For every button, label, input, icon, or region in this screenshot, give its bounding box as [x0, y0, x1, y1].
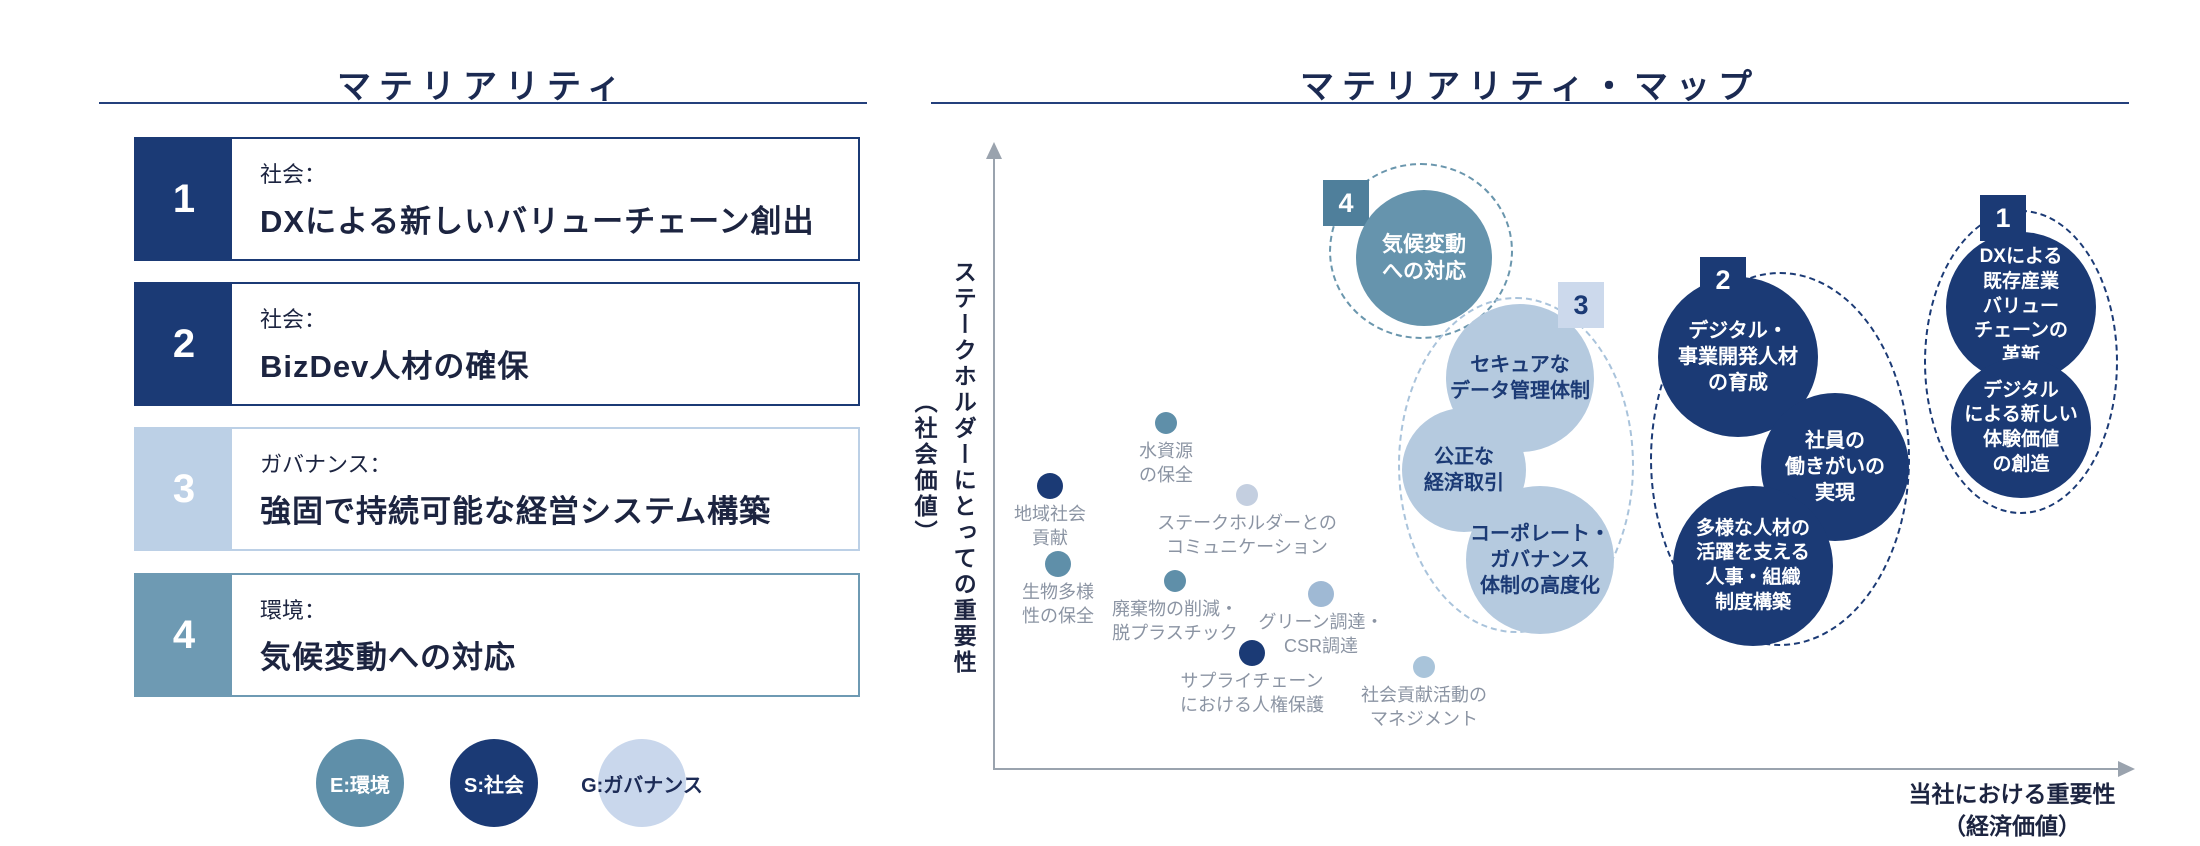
materiality-item-3-title: 強固で持続可能な経営システム構築	[260, 494, 772, 529]
x-axis-arrow-icon	[2118, 761, 2135, 777]
bubble-climate-change: 気候変動 への対応	[1356, 190, 1492, 326]
materiality-item-2-text: 社会： BizDev人材の確保	[232, 284, 529, 404]
dot-biodiversity-label: 生物多様 性の保全	[1022, 582, 1094, 627]
map-title-underline	[931, 102, 2129, 104]
group-2-outline	[1650, 272, 1910, 646]
map-title: マテリアリティ・マップ	[1300, 67, 1760, 106]
dot-stakeholder-communication-marker	[1236, 484, 1258, 506]
materiality-item-1-title: DXによる新しいバリューチェーン創出	[260, 204, 815, 239]
materiality-item-1: 1 社会： DXによる新しいバリューチェーン創出	[134, 137, 860, 261]
dot-waste-reduction-marker	[1164, 570, 1186, 592]
bubble-corporate-governance: コーポレート・ ガバナンス 体制の高度化	[1466, 486, 1614, 634]
dot-community-contribution-marker	[1037, 473, 1063, 499]
materiality-item-1-number: 1	[136, 139, 232, 259]
materiality-item-3: 3 ガバナンス： 強固で持続可能な経営システム構築	[134, 427, 860, 551]
materiality-item-1-text: 社会： DXによる新しいバリューチェーン創出	[232, 139, 815, 259]
materiality-item-4-title: 気候変動への対応	[260, 640, 516, 675]
y-axis-arrow-icon	[986, 142, 1002, 159]
group-2-badge: 2	[1700, 257, 1746, 303]
dot-biodiversity-marker	[1045, 551, 1071, 577]
materiality-item-4: 4 環境： 気候変動への対応	[134, 573, 860, 697]
dot-waste-reduction-label: 廃棄物の削減・ 脱プラスチック	[1112, 599, 1238, 644]
materiality-item-4-text: 環境： 気候変動への対応	[232, 575, 516, 695]
group-4-outline	[1329, 163, 1513, 339]
y-axis-label: ステークホルダーにとっての重要性 （社会価値）	[911, 260, 977, 676]
left-title-underline	[99, 102, 867, 104]
x-axis-line	[993, 768, 2121, 770]
group-1-badge: 1	[1980, 195, 2026, 241]
dot-water-resources-marker	[1155, 412, 1177, 434]
group-3-outline	[1398, 297, 1634, 633]
dot-supply-chain-human-rights-label: サプライチェーン における人権保護	[1180, 671, 1324, 716]
bubble-dx-value-chain-innovation: DXによる 既存産業 バリュー チェーンの 革新	[1946, 232, 2096, 382]
dot-stakeholder-communication-label: ステークホルダーとの コミュニケーション	[1157, 513, 1337, 558]
left-panel-title: マテリアリティ	[337, 67, 629, 106]
materiality-item-2-number: 2	[136, 284, 232, 404]
materiality-item-2-title: BizDev人材の確保	[260, 349, 530, 384]
x-axis-label: 当社における重要性 （経済価値）	[1908, 781, 2116, 840]
dot-social-contribution-management-label: 社会貢献活動の マネジメント	[1361, 685, 1487, 730]
y-axis-line	[993, 158, 995, 770]
legend-social-circle: S:社会	[450, 739, 538, 827]
materiality-item-3-number: 3	[136, 429, 232, 549]
materiality-item-1-category: 社会：	[260, 162, 327, 187]
materiality-item-2: 2 社会： BizDev人材の確保	[134, 282, 860, 406]
dot-social-contribution-management-marker	[1413, 656, 1435, 678]
legend-environment-circle: E:環境	[316, 739, 404, 827]
legend-governance-circle: G:ガバナンス	[581, 739, 703, 827]
materiality-item-2-category: 社会：	[260, 307, 327, 332]
materiality-item-4-category: 環境：	[260, 598, 327, 623]
bubble-new-digital-experience-value: デジタル による新しい 体験価値 の創造	[1951, 358, 2091, 498]
group-3-badge: 3	[1558, 282, 1604, 328]
bubble-fair-trade: 公正な 経済取引	[1402, 408, 1526, 532]
dot-supply-chain-human-rights-marker	[1239, 640, 1265, 666]
group-4-badge: 4	[1323, 180, 1369, 226]
bubble-hr-system-for-diverse-talent: 多様な人材の 活躍を支える 人事・組織 制度構築	[1673, 486, 1833, 646]
dot-water-resources-label: 水資源 の保全	[1139, 441, 1193, 486]
materiality-item-3-category: ガバナンス：	[260, 452, 392, 477]
dot-green-procurement-label: グリーン調達・ CSR調達	[1258, 612, 1384, 657]
dot-community-contribution-label: 地域社会 貢献	[1014, 504, 1086, 549]
materiality-item-4-number: 4	[136, 575, 232, 695]
materiality-item-3-text: ガバナンス： 強固で持続可能な経営システム構築	[232, 429, 771, 549]
dot-green-procurement-marker	[1308, 581, 1334, 607]
